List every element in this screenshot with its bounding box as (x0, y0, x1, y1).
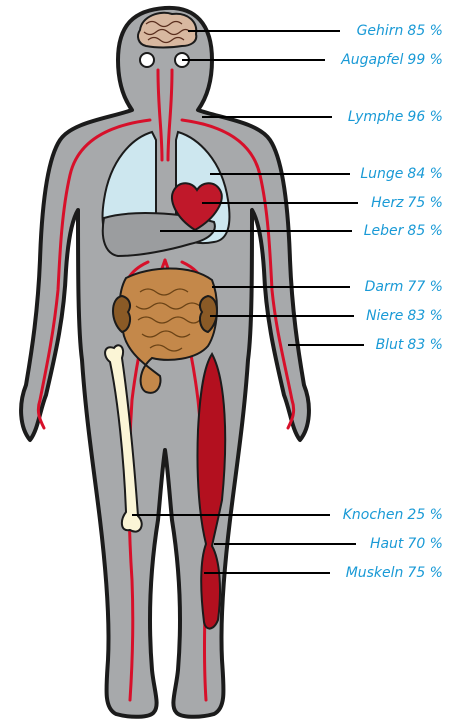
label-darm-value: 77 % (407, 279, 443, 295)
body-silhouette (21, 8, 309, 717)
label-haut-value: 70 % (407, 536, 443, 552)
label-knochen-name: Knochen (343, 507, 404, 523)
label-blut-name: Blut (376, 337, 404, 353)
label-lunge-value: 84 % (407, 166, 443, 182)
label-herz-value: 75 % (407, 195, 443, 211)
label-lunge-name: Lunge (360, 166, 403, 182)
label-augapfel-value: 99 % (407, 52, 443, 68)
label-lymphe-value: 96 % (407, 109, 443, 125)
label-herz-name: Herz (371, 195, 403, 211)
label-augapfel-name: Augapfel (341, 52, 403, 68)
label-leber-value: 85 % (407, 223, 443, 239)
label-muskeln-name: Muskeln (346, 565, 404, 581)
label-niere-name: Niere (366, 308, 403, 324)
label-lymphe-name: Lymphe (348, 109, 404, 125)
label-gehirn-name: Gehirn (357, 23, 404, 39)
label-niere-value: 83 % (407, 308, 443, 324)
label-gehirn-value: 85 % (407, 23, 443, 39)
label-leber-name: Leber (364, 223, 404, 239)
label-muskeln-value: 75 % (407, 565, 443, 581)
label-blut-value: 83 % (407, 337, 443, 353)
label-darm-name: Darm (365, 279, 404, 295)
left-eye (140, 53, 154, 67)
label-knochen-value: 25 % (407, 507, 443, 523)
label-haut-name: Haut (370, 536, 403, 552)
